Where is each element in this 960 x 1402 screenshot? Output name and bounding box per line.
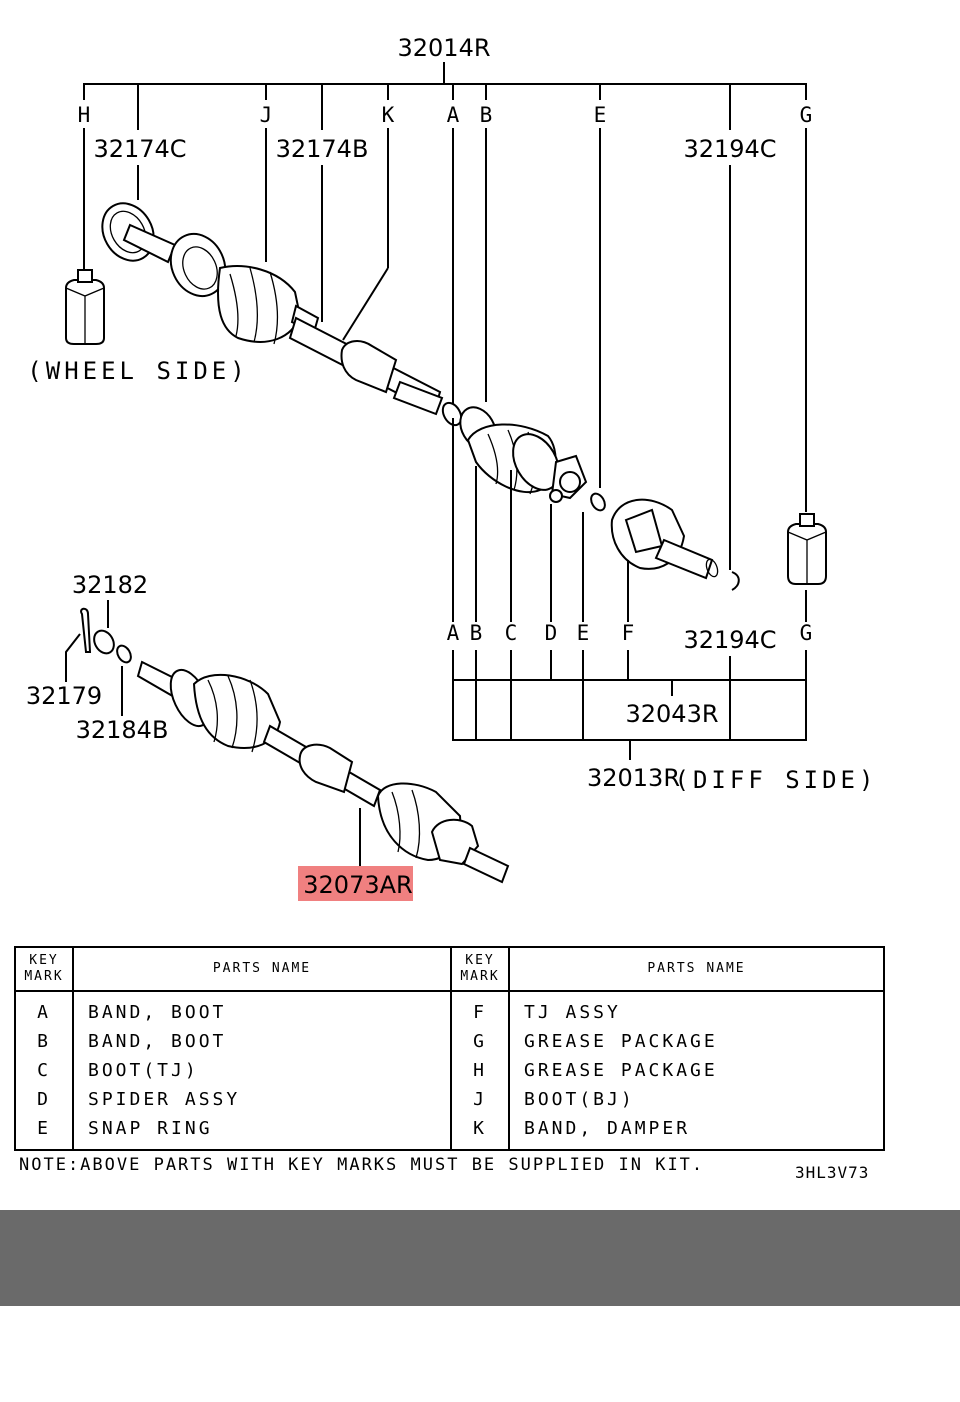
- snap-ring: [590, 492, 606, 512]
- key-mark-cell: B: [14, 1027, 74, 1056]
- key-mark-cell: F: [450, 991, 510, 1027]
- key-letter-E-bottom: E: [577, 621, 590, 645]
- key-mark-cell: H: [450, 1056, 510, 1085]
- label-32179: 32179: [26, 682, 102, 710]
- part-name-cell: SNAP RING: [72, 1114, 452, 1150]
- bracket-32043R: [452, 650, 807, 681]
- part-name-cell: SPIDER ASSY: [72, 1085, 452, 1114]
- washer: [116, 644, 132, 664]
- key-letter-C-bottom: C: [505, 621, 518, 645]
- key-mark-cell: J: [450, 1085, 510, 1114]
- part-name-cell: BAND, BOOT: [72, 991, 452, 1027]
- table-row: A BAND, BOOT F TJ ASSY: [14, 991, 885, 1027]
- key-mark-cell: G: [450, 1027, 510, 1056]
- part-name-cell: GREASE PACKAGE: [508, 1027, 885, 1056]
- key-mark-cell: A: [14, 991, 74, 1027]
- tj-boot: [459, 406, 560, 495]
- bracket-32014R: [83, 83, 807, 100]
- tj-assy: [610, 498, 719, 580]
- part-name-cell: BAND, BOOT: [72, 1027, 452, 1056]
- key-mark-cell: D: [14, 1085, 74, 1114]
- table-row: D SPIDER ASSY J BOOT(BJ): [14, 1085, 885, 1114]
- label-32014R: 32014R: [397, 34, 490, 62]
- header-parts-name: PARTS NAME: [72, 947, 452, 992]
- table-row: C BOOT(TJ) H GREASE PACKAGE: [14, 1056, 885, 1085]
- key-letter-D-bottom: D: [545, 621, 558, 645]
- footer-part-info: MITSUBISHI - MR317132 N - 32073AR: [153, 1333, 827, 1374]
- header-parts-name: PARTS NAME: [508, 947, 885, 992]
- kit-note: NOTE:ABOVE PARTS WITH KEY MARKS MUST BE …: [19, 1155, 705, 1175]
- circlip-32194C: [731, 571, 740, 591]
- key-letter-G: G: [800, 103, 813, 127]
- label-32194C-top: 32194C: [683, 135, 776, 163]
- key-mark-cell: K: [450, 1114, 510, 1150]
- table-row: B BAND, BOOT G GREASE PACKAGE: [14, 1027, 885, 1056]
- grease-package-icon: [787, 513, 827, 585]
- label-32013R: 32013R: [587, 764, 680, 792]
- key-letter-K: K: [382, 103, 395, 127]
- label-32043R: 32043R: [625, 700, 718, 728]
- cotter-pin: [80, 607, 92, 653]
- key-letter-A: A: [447, 103, 460, 127]
- label-diff-side: (DIFF SIDE): [675, 766, 878, 794]
- label-wheel-side: (WHEEL SIDE): [27, 357, 248, 385]
- part-name-cell: BOOT(BJ): [508, 1085, 885, 1114]
- key-letter-G-bottom: G: [800, 621, 813, 645]
- key-letter-B: B: [480, 103, 493, 127]
- part-name-cell: GREASE PACKAGE: [508, 1056, 885, 1085]
- label-32174B: 32174B: [276, 135, 369, 163]
- key-letter-B-bottom: B: [470, 621, 483, 645]
- key-letter-E: E: [594, 103, 607, 127]
- complete-drive-shaft-32073AR: [136, 660, 510, 884]
- spider-assy: [549, 454, 588, 503]
- key-mark-cell: C: [14, 1056, 74, 1085]
- diagram-code: 3HL3V73: [795, 1163, 870, 1182]
- part-name-cell: BOOT(TJ): [72, 1056, 452, 1085]
- key-mark-cell: E: [14, 1114, 74, 1150]
- label-32174C: 32174C: [93, 135, 186, 163]
- label-32182: 32182: [72, 571, 148, 599]
- key-letter-H: H: [78, 103, 91, 127]
- exploded-parts-diagram: 32014R H J K A B E G 32174C 32174B 32194…: [26, 34, 878, 901]
- key-letter-A-bottom: A: [447, 621, 460, 645]
- part-name-cell: BAND, DAMPER: [508, 1114, 885, 1150]
- label-32194C-bottom: 32194C: [683, 626, 776, 654]
- grease-package-icon: [65, 269, 105, 345]
- key-letter-J: J: [260, 103, 273, 127]
- key-letter-F-bottom: F: [622, 621, 635, 645]
- table-row: E SNAP RING K BAND, DAMPER: [14, 1114, 885, 1150]
- footer-bar: MITSUBISHI - MR317132 N - 32073AR: [0, 1210, 960, 1374]
- label-32073AR[interactable]: 32073AR: [303, 871, 412, 899]
- part-name-cell: TJ ASSY: [508, 991, 885, 1027]
- highlight-32073AR: [298, 866, 413, 901]
- hub-nut: [93, 629, 115, 655]
- upper-drive-shaft: [101, 202, 463, 427]
- label-32184B: 32184B: [76, 716, 169, 744]
